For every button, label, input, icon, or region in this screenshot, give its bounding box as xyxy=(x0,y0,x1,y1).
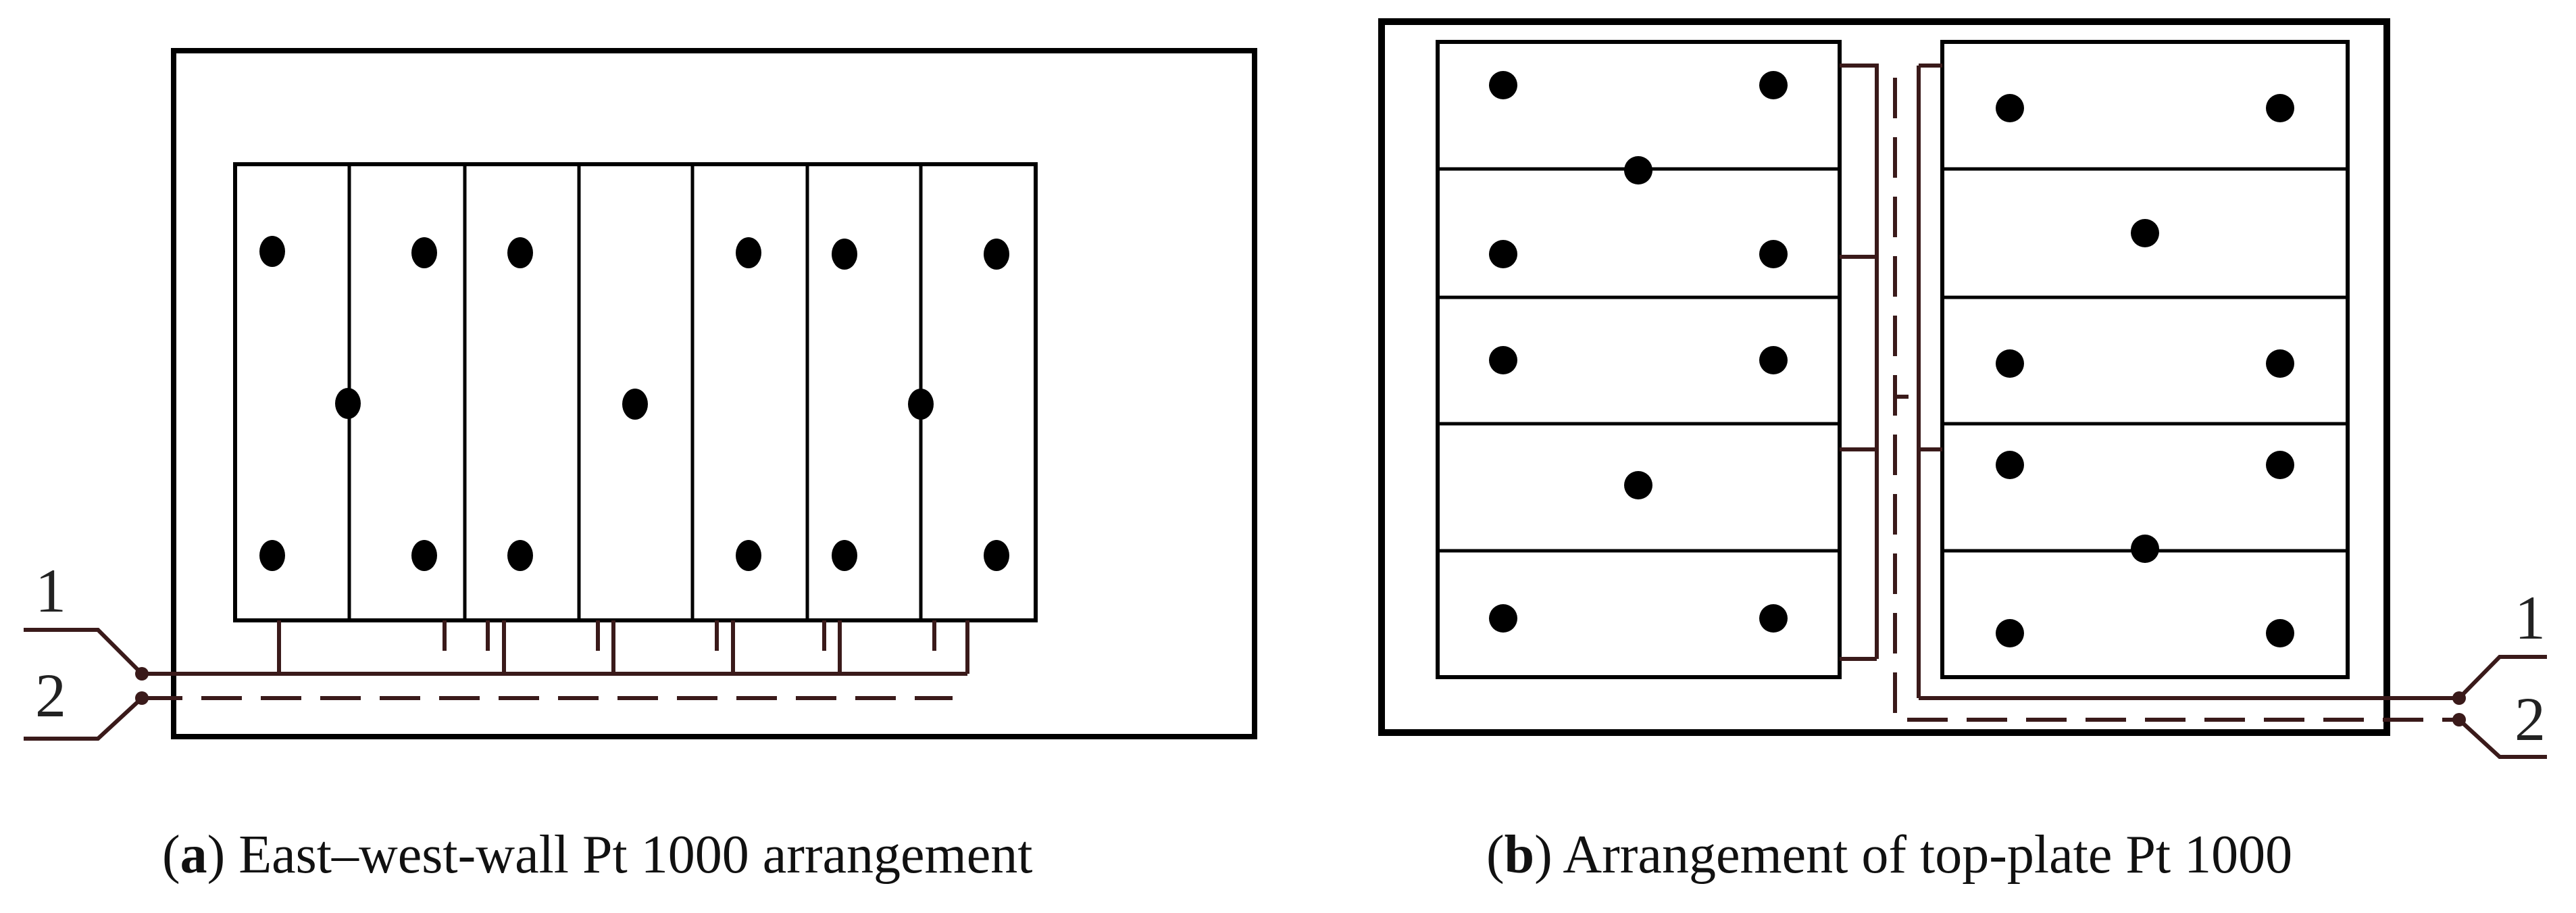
panel-a-sensor-dot xyxy=(832,239,857,270)
panel-b-right-plate-column xyxy=(1940,40,2350,679)
panel-a-sensor-dot xyxy=(411,237,437,268)
panel-b-caption: (b) Arrangement of top-plate Pt 1000 xyxy=(1486,825,2293,885)
panel-a-caption-text: East–west-wall Pt 1000 arrangement xyxy=(238,825,1033,885)
panel-b-sensor-dot xyxy=(1996,94,2024,122)
panel-b-sensor-dot xyxy=(1759,346,1788,374)
panel-a-sensor-dot xyxy=(507,237,533,268)
panel-b-sensor-dot xyxy=(1489,240,1517,268)
panel-a-wall-frame xyxy=(233,162,1038,622)
panel-b-sensor-dot xyxy=(2266,94,2294,122)
panel-b-sensor-dot xyxy=(1759,71,1788,99)
panel-b-sensor-dot xyxy=(1624,156,1652,184)
panel-b-top-plate: 1 2 xyxy=(1378,18,2547,759)
panel-b-wiring xyxy=(1840,64,2547,759)
panel-b-sensor-dot xyxy=(1489,346,1517,374)
panel-b-junction-1 xyxy=(2452,691,2466,705)
panel-a-sensor-group xyxy=(259,236,1009,571)
panel-b-junction-2 xyxy=(2452,713,2466,726)
panel-a-sensor-dot xyxy=(259,540,285,571)
panel-b-sensor-dot xyxy=(1759,604,1788,633)
panel-b-sensor-dot xyxy=(2131,219,2159,247)
panel-a-caption-letter: a xyxy=(180,825,207,885)
panel-a-junction-2 xyxy=(135,691,149,705)
panel-a-outer-frame xyxy=(171,48,1257,739)
panel-a-sensor-dot xyxy=(908,389,934,420)
panel-a-sensor-dot xyxy=(259,236,285,267)
panel-a-sensor-dot xyxy=(507,540,533,571)
panel-b-wire-label-2: 2 xyxy=(2515,685,2546,754)
panel-b-caption-text: Arrangement of top-plate Pt 1000 xyxy=(1563,825,2293,885)
panel-a-sensor-dot xyxy=(832,540,857,571)
panel-b-sensor-dot xyxy=(2266,619,2294,647)
panel-b-left-plate-column xyxy=(1436,40,1842,679)
panel-a-sensor-dot xyxy=(984,540,1009,571)
panel-b-sensor-dot xyxy=(1624,471,1652,499)
panel-b-outer-frame xyxy=(1378,18,2390,736)
panel-a-sensor-dot xyxy=(335,388,361,419)
panel-a-junction-1 xyxy=(135,667,149,681)
panel-b-sensor-dot xyxy=(1489,604,1517,633)
panel-b-wire-label-1: 1 xyxy=(2515,583,2546,652)
panel-b-caption-letter: b xyxy=(1504,825,1535,885)
panel-b-sensor-group xyxy=(1489,71,2294,647)
panel-b-sensor-dot xyxy=(2266,349,2294,378)
panel-a-wire-label-2: 2 xyxy=(35,661,66,730)
panel-a-wiring xyxy=(24,620,969,741)
panel-b-sensor-dot xyxy=(1996,619,2024,647)
panel-a-sensor-dot xyxy=(736,237,761,268)
panel-a-wire-label-1: 1 xyxy=(35,556,66,625)
panel-a-east-west-wall: 1 2 xyxy=(24,48,1257,741)
panel-a-sensor-dot xyxy=(736,540,761,571)
panel-a-sensor-dot xyxy=(622,389,648,420)
panel-a-sensor-dot xyxy=(984,239,1009,270)
panel-a-panel-dividers xyxy=(347,164,923,620)
panel-a-sensor-dot xyxy=(411,540,437,571)
panel-b-plate-dividers xyxy=(1438,167,2348,553)
panel-b-sensor-dot xyxy=(1489,71,1517,99)
panel-b-sensor-dot xyxy=(1759,240,1788,268)
panel-b-sensor-dot xyxy=(1996,349,2024,378)
panel-b-sensor-dot xyxy=(2266,451,2294,479)
panel-b-sensor-dot xyxy=(2131,535,2159,563)
panel-a-caption: (a) East–west-wall Pt 1000 arrangement xyxy=(162,825,1033,885)
panel-b-sensor-dot xyxy=(1996,451,2024,479)
